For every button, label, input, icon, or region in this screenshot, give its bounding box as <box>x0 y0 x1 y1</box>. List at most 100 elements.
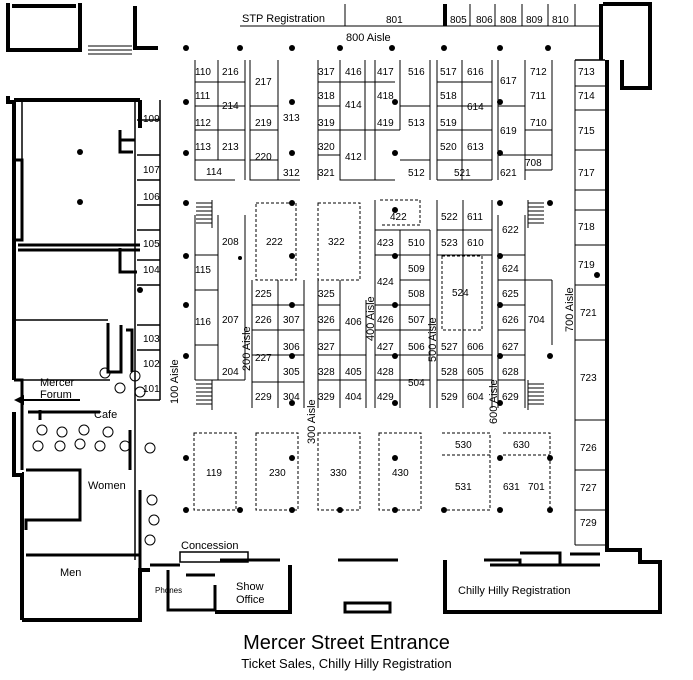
booth-713[interactable]: 713 <box>578 67 595 78</box>
booth-313[interactable]: 313 <box>283 113 300 124</box>
booth-418[interactable]: 418 <box>377 91 394 102</box>
booth-317[interactable]: 317 <box>318 67 335 78</box>
booth-406[interactable]: 406 <box>345 317 362 328</box>
booth-329[interactable]: 329 <box>318 392 335 403</box>
booth-429[interactable]: 429 <box>377 392 394 403</box>
booth-416[interactable]: 416 <box>345 67 362 78</box>
booth-307[interactable]: 307 <box>283 315 300 326</box>
booth-412[interactable]: 412 <box>345 152 362 163</box>
booth-414[interactable]: 414 <box>345 100 362 111</box>
booth-516[interactable]: 516 <box>408 67 425 78</box>
booth-322[interactable]: 322 <box>328 237 345 248</box>
booth-621[interactable]: 621 <box>500 168 517 179</box>
booth-626[interactable]: 626 <box>502 315 519 326</box>
booth-430[interactable]: 430 <box>392 468 409 479</box>
booth-729[interactable]: 729 <box>580 518 597 529</box>
booth-426[interactable]: 426 <box>377 315 394 326</box>
booth-227[interactable]: 227 <box>255 353 272 364</box>
booth-103[interactable]: 103 <box>143 334 160 345</box>
booth-106[interactable]: 106 <box>143 192 160 203</box>
booth-522[interactable]: 522 <box>441 212 458 223</box>
booth-508[interactable]: 508 <box>408 289 425 300</box>
booth-613[interactable]: 613 <box>467 142 484 153</box>
booth-326[interactable]: 326 <box>318 315 335 326</box>
booth-107[interactable]: 107 <box>143 165 160 176</box>
booth-219[interactable]: 219 <box>255 118 272 129</box>
booth-225[interactable]: 225 <box>255 289 272 300</box>
booth-727[interactable]: 727 <box>580 483 597 494</box>
booth-518[interactable]: 518 <box>440 91 457 102</box>
booth-614[interactable]: 614 <box>467 102 484 113</box>
booth-512[interactable]: 512 <box>408 168 425 179</box>
booth-417[interactable]: 417 <box>377 67 394 78</box>
booth-806[interactable]: 806 <box>476 15 493 26</box>
booth-230[interactable]: 230 <box>269 468 286 479</box>
booth-422[interactable]: 422 <box>390 212 407 223</box>
booth-320[interactable]: 320 <box>318 142 335 153</box>
booth-701[interactable]: 701 <box>528 482 545 493</box>
booth-405[interactable]: 405 <box>345 367 362 378</box>
booth-610[interactable]: 610 <box>467 238 484 249</box>
booth-419[interactable]: 419 <box>377 118 394 129</box>
booth-805[interactable]: 805 <box>450 15 467 26</box>
booth-504[interactable]: 504 <box>408 378 425 389</box>
booth-305[interactable]: 305 <box>283 367 300 378</box>
booth-119[interactable]: 119 <box>206 468 222 479</box>
booth-304[interactable]: 304 <box>283 392 300 403</box>
booth-110[interactable]: 110 <box>195 67 211 78</box>
booth-318[interactable]: 318 <box>318 91 335 102</box>
booth-715[interactable]: 715 <box>578 126 595 137</box>
booth-226[interactable]: 226 <box>255 315 272 326</box>
booth-328[interactable]: 328 <box>318 367 335 378</box>
booth-112[interactable]: 112 <box>195 118 211 129</box>
booth-114[interactable]: 114 <box>206 167 222 178</box>
booth-520[interactable]: 520 <box>440 142 457 153</box>
booth-521[interactable]: 521 <box>454 168 471 179</box>
booth-710[interactable]: 710 <box>530 118 547 129</box>
booth-611[interactable]: 611 <box>467 212 483 223</box>
booth-113[interactable]: 113 <box>195 142 211 153</box>
booth-527[interactable]: 527 <box>441 342 458 353</box>
booth-625[interactable]: 625 <box>502 289 519 300</box>
booth-524[interactable]: 524 <box>452 288 469 299</box>
booth-629[interactable]: 629 <box>502 392 519 403</box>
booth-606[interactable]: 606 <box>467 342 484 353</box>
booth-229[interactable]: 229 <box>255 392 272 403</box>
booth-404[interactable]: 404 <box>345 392 362 403</box>
booth-109[interactable]: 109 <box>143 114 160 125</box>
booth-528[interactable]: 528 <box>441 367 458 378</box>
booth-711[interactable]: 711 <box>530 91 546 102</box>
booth-207[interactable]: 207 <box>222 315 239 326</box>
booth-717[interactable]: 717 <box>578 168 595 179</box>
booth-617[interactable]: 617 <box>500 76 517 87</box>
booth-101[interactable]: 101 <box>143 384 160 395</box>
booth-220[interactable]: 220 <box>255 152 272 163</box>
booth-619[interactable]: 619 <box>500 126 517 137</box>
booth-222[interactable]: 222 <box>266 237 283 248</box>
booth-321[interactable]: 321 <box>318 168 335 179</box>
booth-605[interactable]: 605 <box>467 367 484 378</box>
booth-616[interactable]: 616 <box>467 67 484 78</box>
booth-213[interactable]: 213 <box>222 142 239 153</box>
booth-423[interactable]: 423 <box>377 238 394 249</box>
booth-104[interactable]: 104 <box>143 265 160 276</box>
booth-306[interactable]: 306 <box>283 342 300 353</box>
booth-801[interactable]: 801 <box>386 15 403 26</box>
booth-714[interactable]: 714 <box>578 91 595 102</box>
booth-726[interactable]: 726 <box>580 443 597 454</box>
booth-808[interactable]: 808 <box>500 15 517 26</box>
booth-712[interactable]: 712 <box>530 67 547 78</box>
booth-116[interactable]: 116 <box>195 317 211 328</box>
booth-217[interactable]: 217 <box>255 77 272 88</box>
booth-519[interactable]: 519 <box>440 118 457 129</box>
booth-531[interactable]: 531 <box>455 482 472 493</box>
booth-319[interactable]: 319 <box>318 118 335 129</box>
booth-507[interactable]: 507 <box>408 315 425 326</box>
booth-513[interactable]: 513 <box>408 118 425 129</box>
booth-102[interactable]: 102 <box>143 359 160 370</box>
booth-216[interactable]: 216 <box>222 67 239 78</box>
booth-427[interactable]: 427 <box>377 342 394 353</box>
booth-312[interactable]: 312 <box>283 168 300 179</box>
booth-506[interactable]: 506 <box>408 342 425 353</box>
booth-622[interactable]: 622 <box>502 225 519 236</box>
